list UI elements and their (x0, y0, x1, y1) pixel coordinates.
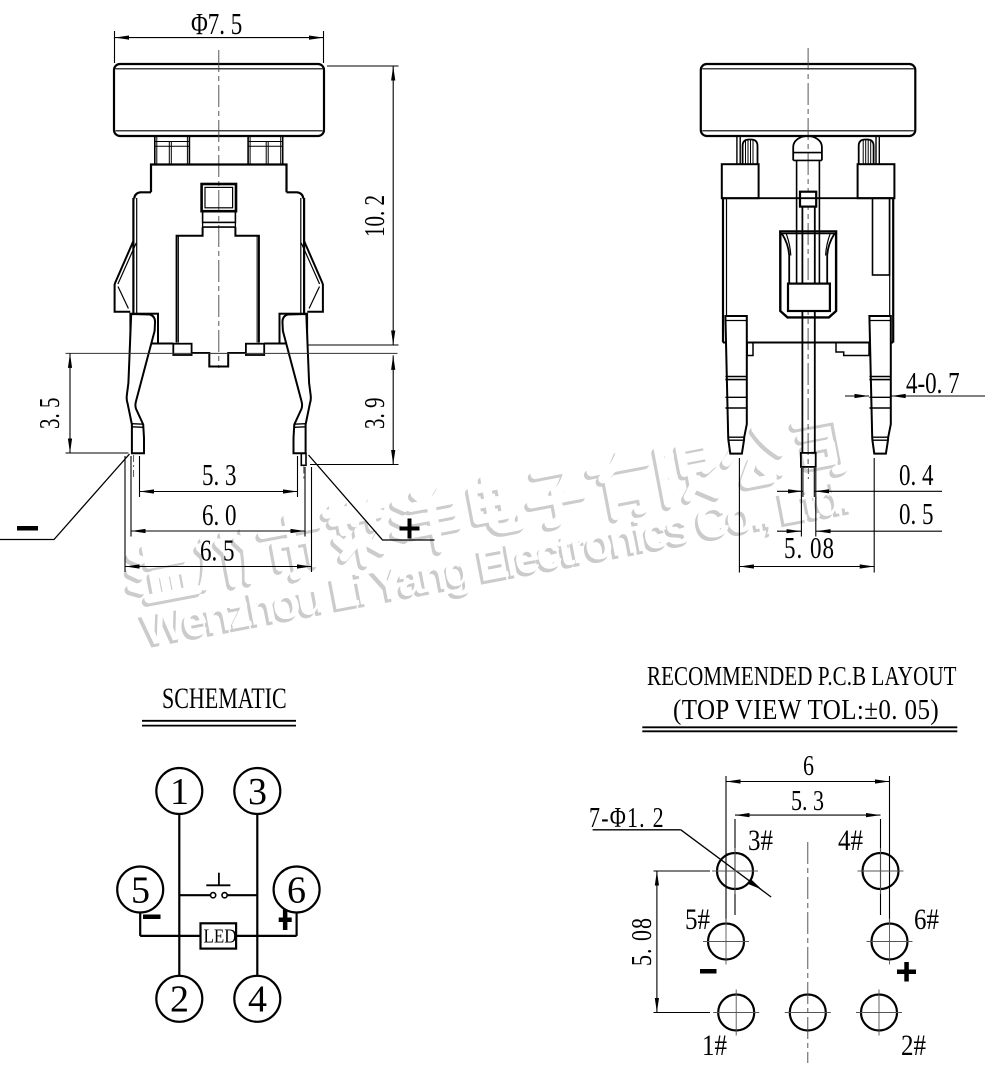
svg-text:3. 5: 3. 5 (35, 398, 66, 429)
svg-text:6#: 6# (914, 902, 939, 936)
svg-text:RECOMMENDED P.C.B LAYOUT: RECOMMENDED P.C.B LAYOUT (647, 661, 957, 691)
svg-text:6. 5: 6. 5 (200, 533, 234, 567)
svg-text:1#: 1# (702, 1028, 727, 1062)
svg-text:5. 08: 5. 08 (625, 917, 658, 966)
svg-text:6: 6 (287, 870, 306, 912)
svg-text:4-0. 7: 4-0. 7 (906, 366, 960, 400)
svg-text:SCHEMATIC: SCHEMATIC (162, 682, 287, 715)
svg-text:LED: LED (204, 925, 237, 948)
svg-text:3#: 3# (748, 823, 773, 857)
svg-text:3. 9: 3. 9 (360, 398, 391, 429)
svg-text:0. 4: 0. 4 (899, 458, 934, 492)
svg-text:1: 1 (170, 771, 189, 813)
svg-text:2: 2 (170, 979, 189, 1021)
svg-text:7-Φ1. 2: 7-Φ1. 2 (589, 801, 665, 834)
svg-text:10. 2: 10. 2 (360, 195, 391, 237)
svg-text:5. 3: 5. 3 (791, 784, 824, 817)
svg-text:5. 3: 5. 3 (202, 458, 236, 492)
svg-text:5: 5 (131, 870, 150, 912)
svg-text:4#: 4# (838, 823, 863, 857)
svg-text:3: 3 (248, 771, 267, 813)
svg-text:6. 0: 6. 0 (202, 498, 236, 532)
svg-text:Φ7. 5: Φ7. 5 (191, 7, 242, 41)
svg-text:5#: 5# (685, 902, 710, 936)
svg-text:4: 4 (248, 979, 267, 1021)
svg-text:(TOP VIEW TOL:±0. 05): (TOP VIEW TOL:±0. 05) (673, 693, 939, 725)
svg-text:5. 08: 5. 08 (784, 531, 835, 565)
svg-text:2#: 2# (901, 1028, 926, 1062)
svg-text:0. 5: 0. 5 (899, 497, 933, 531)
svg-text:6: 6 (803, 749, 814, 782)
